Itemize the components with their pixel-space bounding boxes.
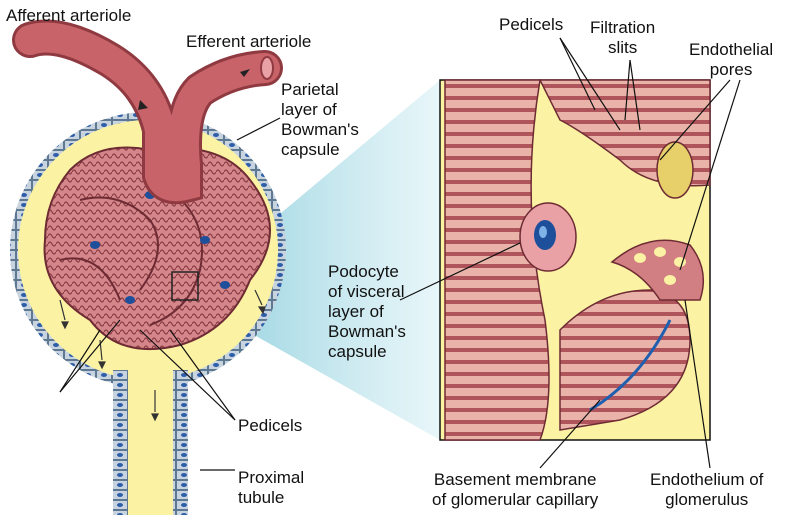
label-proximal-tubule: Proximal tubule [238, 468, 304, 508]
label-pedicels-top: Pedicels [499, 15, 563, 35]
label-parietal-layer: Parietal layer of Bowman's capsule [281, 80, 359, 160]
inset-panel [440, 80, 710, 440]
label-endothelium: Endothelium of glomerulus [650, 470, 763, 510]
label-efferent-arteriole: Efferent arteriole [186, 32, 311, 52]
label-basement-membrane: Basement membrane of glomerular capillar… [432, 470, 598, 510]
label-endothelial-pores: Endothelial pores [689, 40, 773, 80]
label-filtration-slits: Filtration slits [590, 18, 655, 58]
label-podocyte: Podocyte of visceral layer of Bowman's c… [328, 262, 406, 362]
label-pedicels-left: Pedicels [238, 416, 302, 436]
label-afferent-arteriole: Afferent arteriole [6, 6, 131, 26]
